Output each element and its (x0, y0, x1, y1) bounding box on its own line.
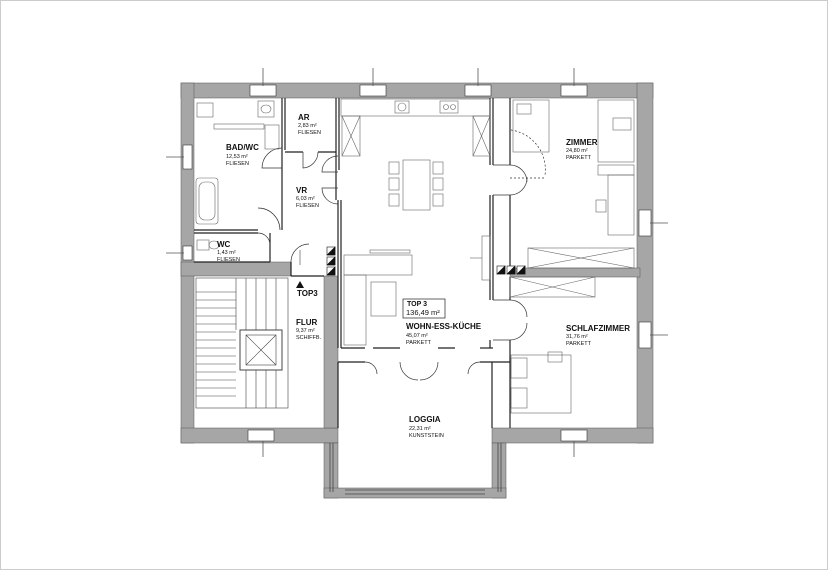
room-area-flur: 9,37 m² (296, 328, 315, 334)
apartment-label-box (402, 298, 446, 319)
room-floor-wc: FLIESEN (217, 257, 240, 263)
room-area-wc: 1,43 m² (217, 250, 236, 256)
room-area-wohn: 45,07 m² (406, 333, 428, 339)
room-floor-schlaf: PARKETT (566, 341, 592, 347)
room-floor-loggia: KUNSTSTEIN (409, 433, 444, 439)
room-name-wohn: WOHN-ESS-KÜCHE (406, 322, 482, 331)
room-name-loggia: LOGGIA (409, 415, 441, 424)
room-name-schlaf: SCHLAFZIMMER (566, 324, 630, 333)
room-name-wc: WC (217, 240, 231, 249)
shaft-markers (326, 246, 526, 276)
interior-walls (194, 98, 511, 428)
room-name-vr: VR (296, 186, 307, 195)
apartment-area: 136,49 m² (406, 308, 440, 317)
room-area-bad: 12,53 m² (226, 154, 248, 160)
room-floor-bad: FLIESEN (226, 161, 249, 167)
labels: TOP 3 136,49 m² BAD/WC 12,53 m² FLIESEN … (217, 113, 630, 439)
room-name-zimmer: ZIMMER (566, 138, 598, 147)
loggia-glazing (329, 443, 502, 495)
room-floor-vr: FLIESEN (296, 203, 319, 209)
top-marker-arrow (296, 281, 304, 288)
apartment-id: TOP 3 (407, 301, 427, 308)
room-area-schlaf: 31,76 m² (566, 334, 588, 340)
room-name-ar: AR (298, 113, 310, 122)
window-ticks (166, 68, 668, 457)
room-area-loggia: 22,31 m² (409, 426, 431, 432)
room-area-vr: 6,03 m² (296, 196, 315, 202)
room-floor-zimmer: PARKETT (566, 155, 592, 161)
doors (257, 129, 546, 381)
furniture (195, 98, 635, 414)
room-floor-ar: FLIESEN (298, 130, 321, 136)
room-name-bad: BAD/WC (226, 143, 259, 152)
room-floor-flur: SCHIFFB. (296, 335, 322, 341)
room-floor-wohn: PARKETT (406, 340, 432, 346)
room-area-zimmer: 24,80 m² (566, 148, 588, 154)
staircase (195, 250, 301, 409)
room-area-ar: 2,83 m² (298, 123, 317, 129)
top-marker-label: TOP3 (297, 289, 318, 298)
room-name-flur: FLUR (296, 318, 318, 327)
